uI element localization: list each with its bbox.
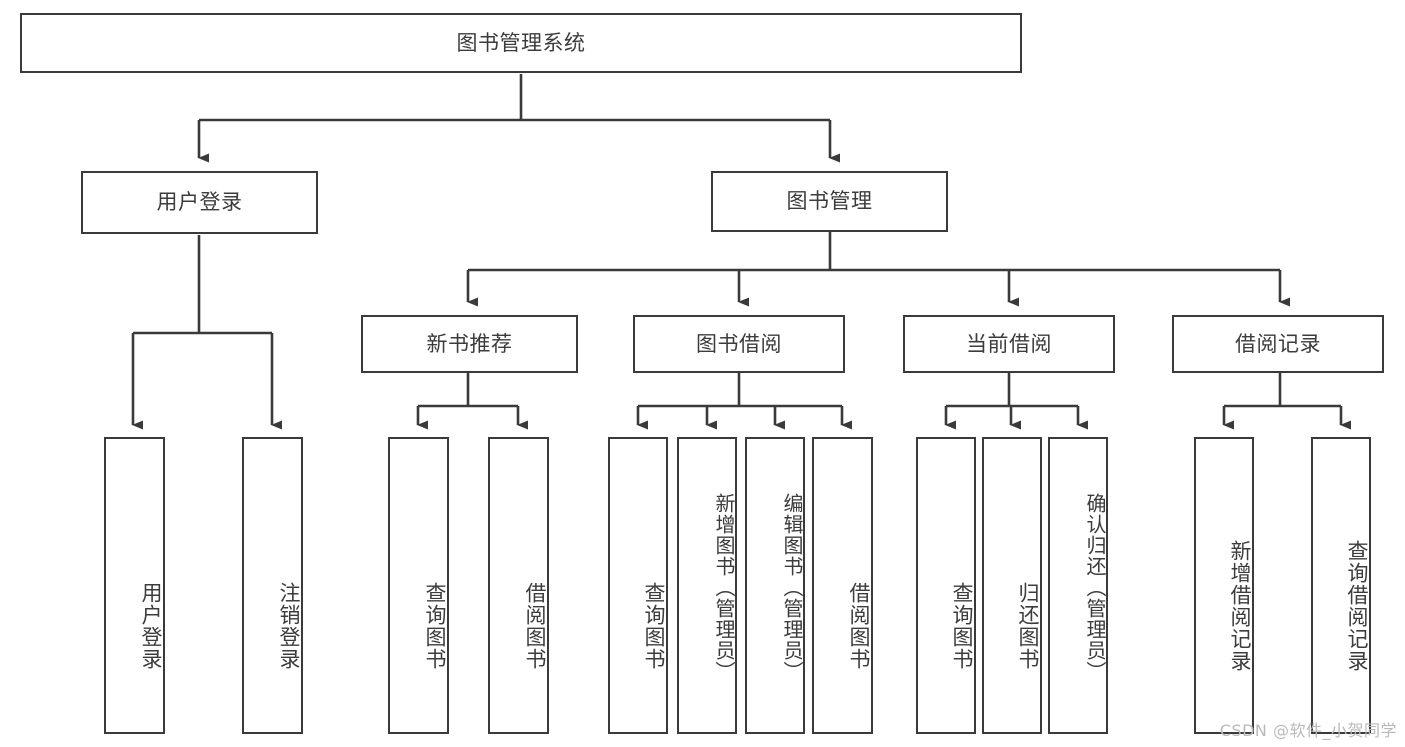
node-leaf-add-record-label: 新增借阅记录 (1228, 539, 1252, 672)
node-leaf-return-book-label: 归还图书 (1016, 581, 1040, 670)
node-leaf-query-book-a[interactable]: 查询图书 (388, 437, 449, 734)
node-new-book-rec-label: 新书推荐 (426, 331, 513, 356)
node-new-book-rec[interactable]: 新书推荐 (361, 315, 578, 373)
node-leaf-borrow-book-b-label: 借阅图书 (847, 581, 871, 670)
node-borrow-record-label: 借阅记录 (1235, 331, 1321, 356)
node-leaf-borrow-book-b[interactable]: 借阅图书 (812, 437, 873, 734)
node-root[interactable]: 图书管理系统 (20, 13, 1022, 73)
node-leaf-edit-book[interactable]: 编辑图书（管理员） (745, 437, 805, 734)
node-book-manage-label: 图书管理 (786, 189, 873, 214)
node-leaf-add-book[interactable]: 新增图书（管理员） (677, 437, 737, 734)
node-leaf-edit-book-label: 编辑图书（管理员） (780, 493, 804, 682)
node-current-borrow-label: 当前借阅 (966, 331, 1052, 356)
node-leaf-add-book-label: 新增图书（管理员） (712, 493, 736, 682)
node-leaf-query-book-a-label: 查询图书 (423, 581, 447, 670)
node-borrow-record[interactable]: 借阅记录 (1172, 315, 1384, 373)
node-current-borrow[interactable]: 当前借阅 (903, 315, 1115, 373)
node-leaf-confirm-return-label: 确认归还（管理员） (1083, 493, 1107, 682)
node-leaf-return-book[interactable]: 归还图书 (982, 437, 1042, 734)
csdn-watermark: CSDN @软件_小贺同学 (1219, 721, 1397, 740)
node-leaf-query-book-c-label: 查询图书 (950, 581, 974, 670)
node-root-label: 图书管理系统 (456, 30, 586, 55)
node-leaf-query-record[interactable]: 查询借阅记录 (1311, 437, 1371, 734)
node-leaf-query-book-b-label: 查询图书 (642, 581, 666, 670)
node-book-borrow-label: 图书借阅 (696, 331, 782, 356)
node-leaf-query-book-b[interactable]: 查询图书 (608, 437, 668, 734)
node-user-login[interactable]: 用户登录 (81, 171, 318, 234)
node-book-manage[interactable]: 图书管理 (711, 171, 948, 232)
node-leaf-add-record[interactable]: 新增借阅记录 (1194, 437, 1254, 734)
node-leaf-query-record-label: 查询借阅记录 (1345, 539, 1369, 672)
node-leaf-user-login[interactable]: 用户登录 (104, 437, 165, 734)
node-leaf-confirm-return[interactable]: 确认归还（管理员） (1048, 437, 1108, 734)
node-leaf-query-book-c[interactable]: 查询图书 (916, 437, 976, 734)
node-leaf-borrow-book-a[interactable]: 借阅图书 (488, 437, 549, 734)
node-leaf-user-login-label: 用户登录 (139, 581, 163, 670)
node-book-borrow[interactable]: 图书借阅 (633, 315, 845, 373)
node-leaf-borrow-book-a-label: 借阅图书 (523, 581, 547, 670)
node-leaf-logout[interactable]: 注销登录 (242, 437, 303, 734)
node-leaf-logout-label: 注销登录 (277, 581, 301, 670)
node-user-login-label: 用户登录 (156, 190, 243, 215)
